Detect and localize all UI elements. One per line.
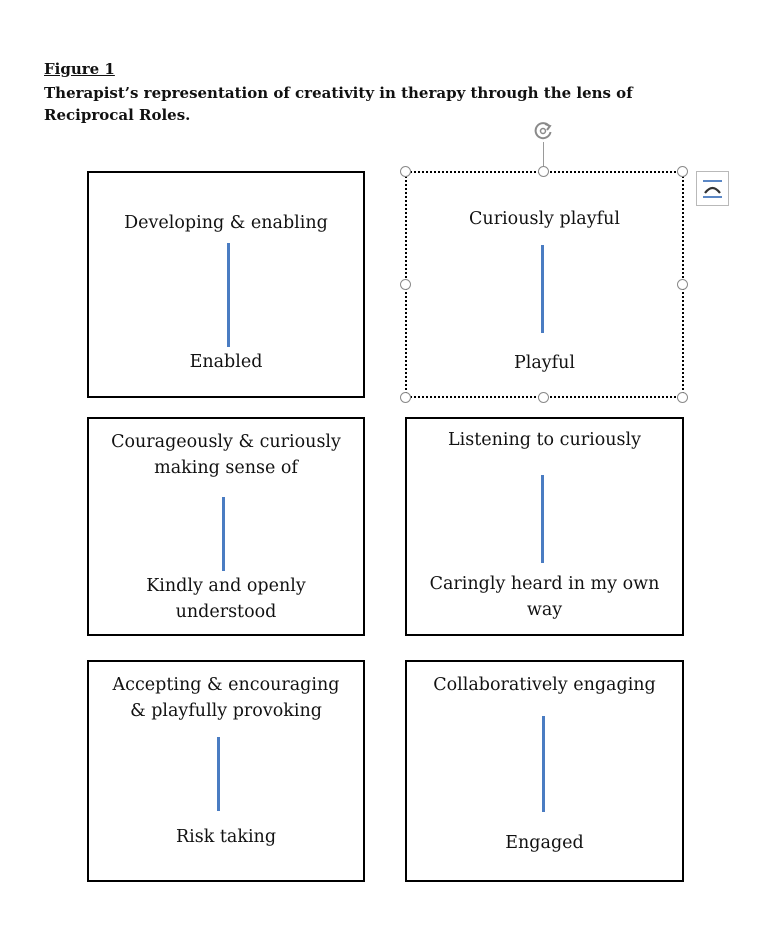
role-connector-line bbox=[541, 245, 544, 333]
rotate-handle-stem bbox=[543, 142, 544, 171]
role-bottom-label: Kindly and openly understood bbox=[146, 576, 306, 622]
rotate-handle-icon[interactable] bbox=[532, 120, 554, 142]
resize-handle-bottom-right[interactable] bbox=[677, 392, 688, 403]
role-connector-line bbox=[222, 497, 225, 571]
role-connector-line bbox=[217, 737, 220, 811]
role-box-developing[interactable]: Developing & enabling Enabled bbox=[87, 171, 365, 398]
role-connector-line bbox=[541, 475, 544, 563]
resize-handle-bottom-left[interactable] bbox=[400, 392, 411, 403]
role-box-listening[interactable]: Listening to curiously Caringly heard in… bbox=[405, 417, 684, 636]
role-bottom-label: Risk taking bbox=[175, 827, 277, 847]
role-bottom-label: Playful bbox=[513, 353, 576, 373]
role-top-label: Listening to curiously bbox=[448, 430, 641, 450]
role-connector-line bbox=[227, 243, 230, 347]
resize-handle-right[interactable] bbox=[677, 279, 688, 290]
role-top-label: Developing & enabling bbox=[124, 213, 328, 233]
role-box-accepting[interactable]: Accepting & encouraging & playfully prov… bbox=[87, 660, 365, 882]
resize-handle-top-right[interactable] bbox=[677, 166, 688, 177]
resize-handle-left[interactable] bbox=[400, 279, 411, 290]
role-bottom-label: Enabled bbox=[189, 352, 263, 372]
resize-handle-top-left[interactable] bbox=[400, 166, 411, 177]
role-box-making-sense[interactable]: Courageously & curiously making sense of… bbox=[87, 417, 365, 636]
layout-options-icon[interactable] bbox=[696, 171, 729, 206]
role-box-curiously-playful[interactable]: Curiously playful Playful bbox=[405, 171, 684, 398]
role-box-collaborative[interactable]: Collaboratively engaging Engaged bbox=[405, 660, 684, 882]
figure-title: Therapist’s representation of creativity… bbox=[44, 84, 633, 124]
role-bottom-label: Engaged bbox=[505, 833, 584, 853]
role-bottom-label: Caringly heard in my own way bbox=[429, 574, 660, 620]
resize-handle-top[interactable] bbox=[538, 166, 549, 177]
role-top-label: Curiously playful bbox=[469, 209, 620, 229]
role-top-label: Collaboratively engaging bbox=[433, 675, 656, 695]
resize-handle-bottom[interactable] bbox=[538, 392, 549, 403]
role-top-label: Accepting & encouraging & playfully prov… bbox=[112, 675, 340, 721]
role-connector-line bbox=[542, 716, 545, 812]
role-top-label: Courageously & curiously making sense of bbox=[111, 432, 341, 478]
figure-label: Figure 1 bbox=[44, 60, 115, 78]
